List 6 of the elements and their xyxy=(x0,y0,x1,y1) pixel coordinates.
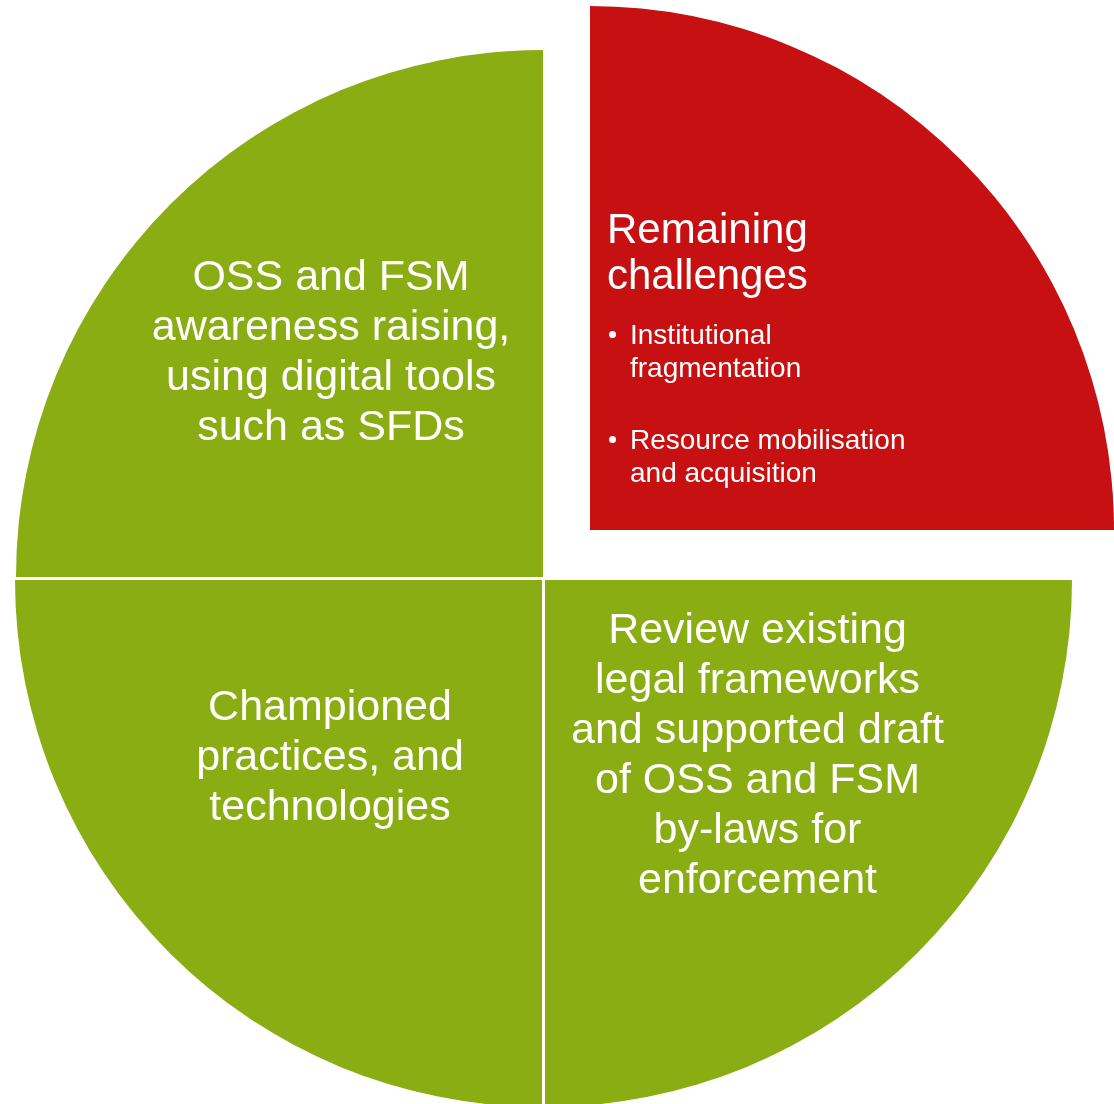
segment-heading: Remaining challenges xyxy=(607,206,809,298)
bullet-item: Institutional fragmentation xyxy=(630,318,803,384)
bullet-item: Resource mobilisation and acquisition xyxy=(630,423,907,489)
segment-text: Championed practices, and technologies xyxy=(195,680,465,830)
segment-text: OSS and FSM awareness raising, using digital tools such as SFDs xyxy=(151,250,511,450)
segment-text: Review existing legal frameworks and supported draft of OSS and FSM by-laws for enforcement xyxy=(570,603,945,903)
